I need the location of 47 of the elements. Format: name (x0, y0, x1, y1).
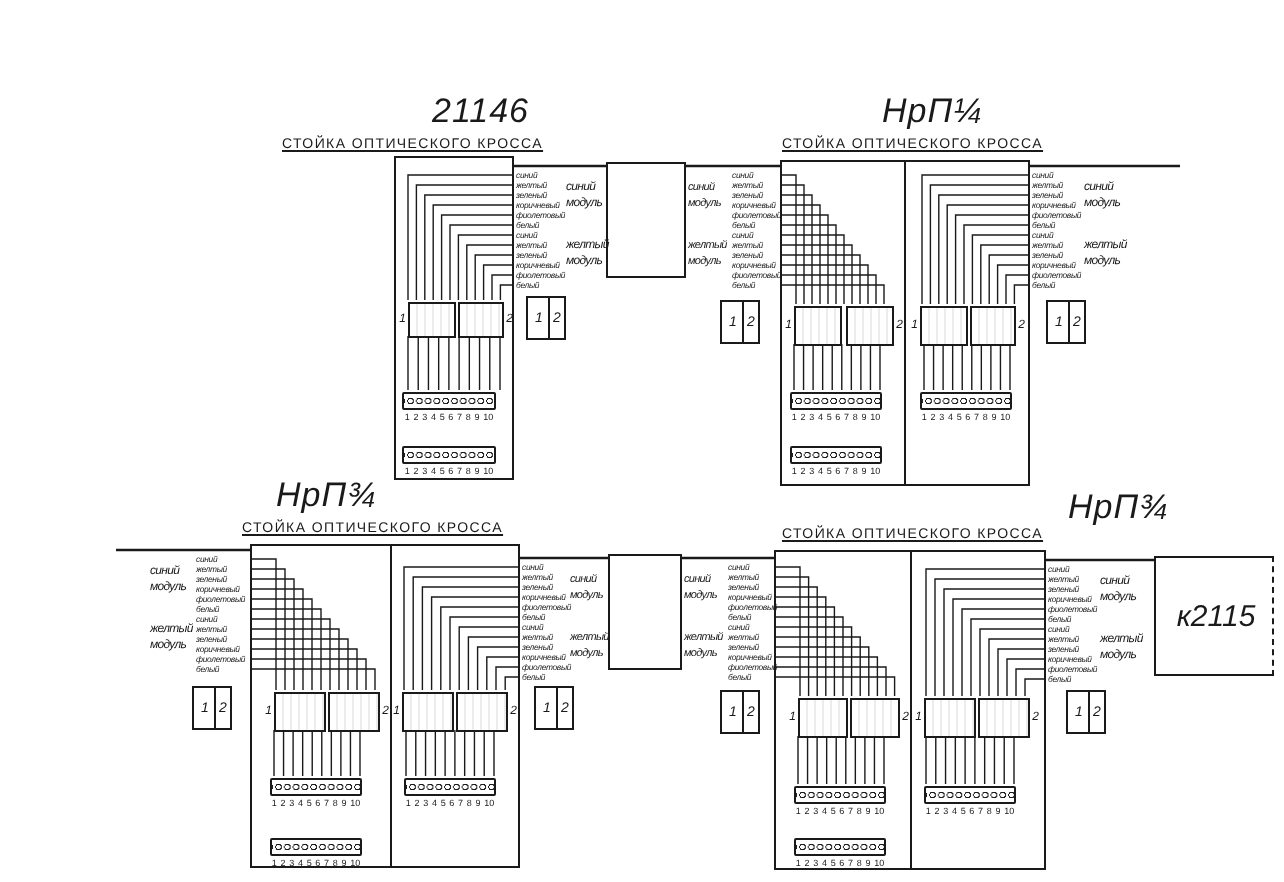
cabinet-box (720, 300, 760, 344)
connector-strip (920, 392, 1012, 410)
splice-cassette (274, 692, 326, 732)
cable-line (686, 164, 780, 168)
cabinet-box (192, 686, 232, 730)
rack-heading: НрП¼ (882, 92, 985, 132)
connector-strip (790, 446, 882, 464)
rack-heading: НрП¾ (276, 476, 379, 516)
connector-strip (790, 392, 882, 410)
connector-strip (402, 392, 496, 410)
connector-strip (924, 786, 1016, 804)
cable-line (520, 556, 608, 560)
junction-box (608, 554, 682, 670)
cable-line (682, 556, 774, 560)
cable-end-box (1154, 556, 1274, 676)
splice-cassette (846, 306, 894, 346)
connector-strip (270, 778, 362, 796)
cabinet-box (720, 690, 760, 734)
connector-strip (794, 786, 886, 804)
connector-strip (404, 778, 496, 796)
splice-cassette (798, 698, 848, 738)
splice-cassette (924, 698, 976, 738)
cabinet-box (1066, 690, 1106, 734)
splice-cassette (408, 302, 456, 338)
splice-cassette (920, 306, 968, 346)
rack-heading: НрП¾ (1068, 488, 1171, 528)
cable-line (1046, 558, 1154, 562)
connector-strip (794, 838, 886, 856)
cabinet-box (526, 296, 566, 340)
cabinet-box (1046, 300, 1086, 344)
cable-line (116, 548, 250, 552)
cable-destination-label: к2115 (1174, 600, 1258, 636)
cable-line (1030, 164, 1180, 168)
splice-cassette (402, 692, 454, 732)
splice-cassette (978, 698, 1030, 738)
connector-strip (402, 446, 496, 464)
splice-cassette (458, 302, 504, 338)
splice-cassette (850, 698, 900, 738)
cable-line (514, 164, 606, 168)
splice-cassette (794, 306, 842, 346)
cabinet-box (534, 686, 574, 730)
splice-cassette (328, 692, 380, 732)
splice-cassette (970, 306, 1016, 346)
rack-heading: 21146 (432, 92, 532, 132)
junction-box (606, 162, 686, 278)
splice-cassette (456, 692, 508, 732)
connector-strip (270, 838, 362, 856)
